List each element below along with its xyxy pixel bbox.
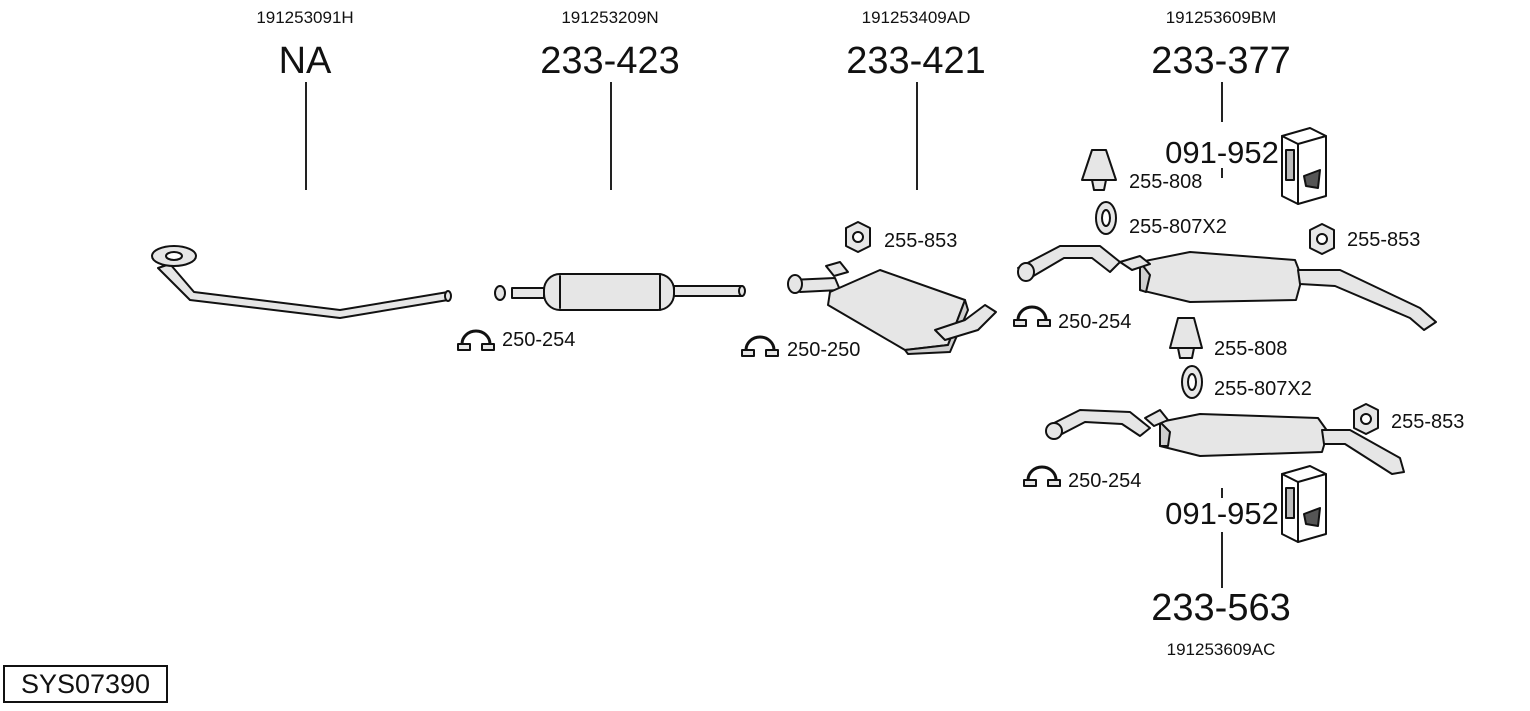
clamp-icon xyxy=(741,335,779,357)
rubber-ring-icon xyxy=(1095,201,1117,235)
clamp-icon xyxy=(1023,465,1061,487)
clamp-label: 250-254 xyxy=(1068,470,1142,492)
clamp-label: 250-254 xyxy=(502,329,576,351)
oe-number: 191253609AC xyxy=(1166,640,1276,659)
rubber-hanger-label: 255-853 xyxy=(1391,411,1465,433)
leader-line xyxy=(916,82,918,190)
clamp-icon xyxy=(1013,305,1051,327)
rubber-ring-icon xyxy=(1181,365,1203,399)
leader-line xyxy=(1221,82,1223,122)
rubber-ring-label: 255-807X2 xyxy=(1214,378,1312,400)
part-number: 233-563 xyxy=(1151,587,1291,629)
oe-number: 191253609BM xyxy=(1165,8,1277,27)
rubber-hanger-icon xyxy=(1309,223,1335,255)
rear-muffler-upper-icon xyxy=(1017,245,1437,331)
leader-line xyxy=(610,82,612,190)
part-number: 233-421 xyxy=(846,40,986,82)
leader-line xyxy=(1221,168,1223,178)
clamp-icon xyxy=(457,329,495,351)
mounting-kit-number: 091-952 xyxy=(1165,135,1279,170)
oe-number: 191253409AD xyxy=(861,8,971,27)
leader-line xyxy=(1221,532,1223,588)
rubber-hanger-icon xyxy=(845,221,871,253)
rubber-mount-icon xyxy=(1169,317,1203,359)
mounting-kit-number: 091-952 xyxy=(1165,496,1279,531)
mounting-kit-box-icon xyxy=(1281,465,1327,543)
part-number: NA xyxy=(278,40,332,82)
rubber-hanger-icon xyxy=(1353,403,1379,435)
mounting-kit-box-icon xyxy=(1281,127,1327,205)
rubber-mount-label: 255-808 xyxy=(1129,171,1203,193)
part-number: 233-423 xyxy=(540,40,680,82)
part-number: 233-377 xyxy=(1151,40,1291,82)
rubber-ring-label: 255-807X2 xyxy=(1129,216,1227,238)
rubber-mount-label: 255-808 xyxy=(1214,338,1288,360)
rubber-mount-icon xyxy=(1081,149,1117,191)
rubber-hanger-label: 255-853 xyxy=(884,230,958,252)
oe-number: 191253091H xyxy=(256,8,354,27)
leader-line xyxy=(305,82,307,190)
oe-number: 191253209N xyxy=(561,8,659,27)
rubber-hanger-label: 255-853 xyxy=(1347,229,1421,251)
clamp-label: 250-250 xyxy=(787,339,861,361)
middle-muffler-icon xyxy=(787,261,997,355)
clamp-label: 250-254 xyxy=(1058,311,1132,333)
front-pipe-icon xyxy=(151,245,452,319)
leader-line xyxy=(1221,488,1223,498)
rear-muffler-lower-icon xyxy=(1045,409,1405,475)
system-code: SYS07390 xyxy=(3,665,168,703)
center-muffler-icon xyxy=(494,273,746,311)
